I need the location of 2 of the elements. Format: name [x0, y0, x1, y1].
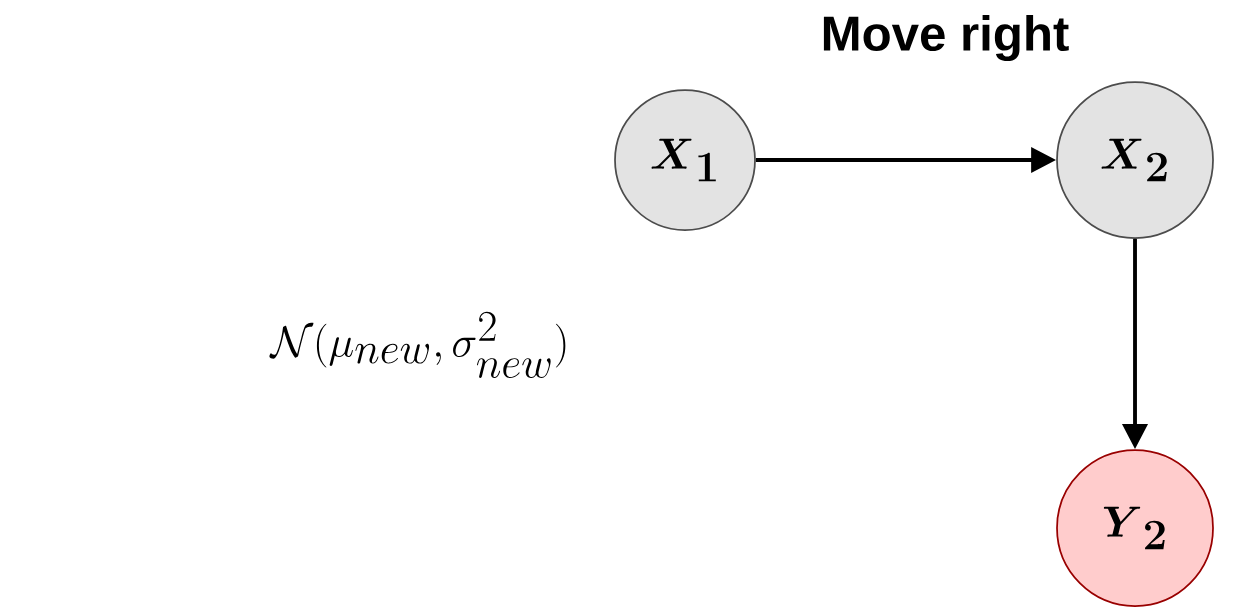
edge-label: Move right	[823, 15, 1069, 62]
formula-label: $\mathcal{N}(\mu_{new},\sigma^2_{new})$	[269, 311, 566, 378]
